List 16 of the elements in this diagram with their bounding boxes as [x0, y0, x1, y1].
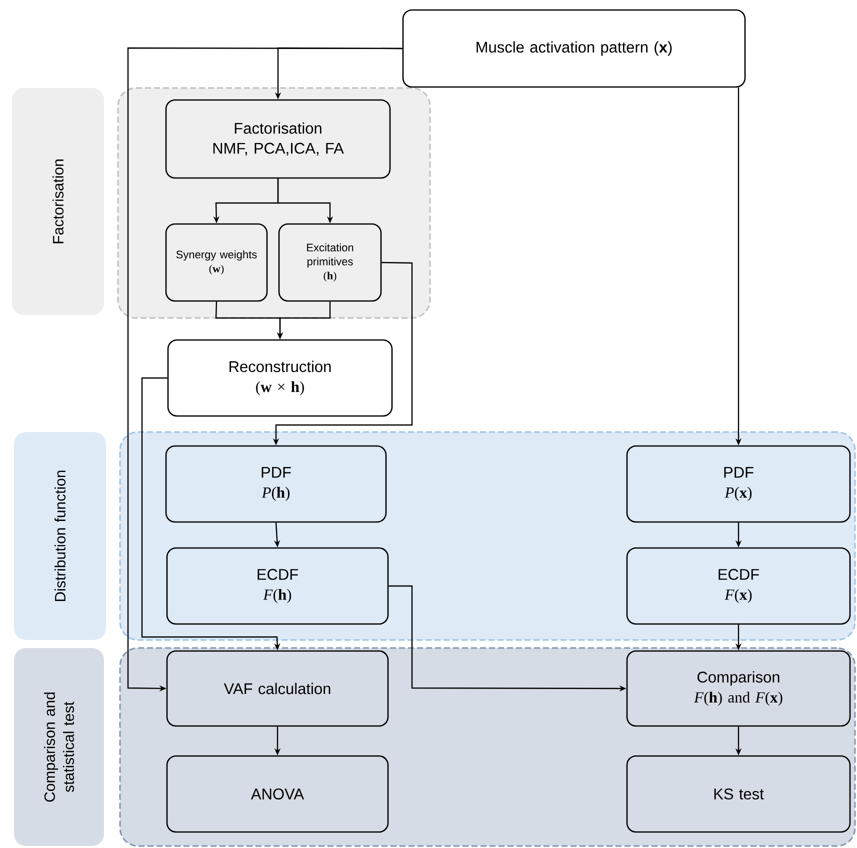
- section-label: Factorisation: [12, 88, 104, 315]
- process-box: ECDF F(h): [166, 547, 389, 625]
- process-box: Muscle activation pattern (x): [402, 9, 746, 88]
- process-box: Excitation primitives (h): [278, 223, 382, 302]
- process-box: Synergy weights (w): [165, 223, 268, 302]
- process-box: ANOVA: [166, 755, 389, 833]
- process-box: PDF P(h): [165, 445, 387, 523]
- section-label: Comparison and statistical test: [14, 648, 104, 846]
- process-box: ECDF F(x): [626, 547, 851, 625]
- process-box: Comparison F(h) and F(x): [626, 650, 851, 727]
- process-box: KS test: [626, 755, 851, 833]
- section-label: Distribution function: [14, 432, 106, 640]
- process-box: VAF calculation: [166, 650, 389, 727]
- process-box: Factorisation NMF, PCA,ICA, FA: [165, 99, 391, 179]
- process-box: PDF P(x): [626, 445, 851, 523]
- process-box: Reconstruction (w × h): [167, 339, 393, 417]
